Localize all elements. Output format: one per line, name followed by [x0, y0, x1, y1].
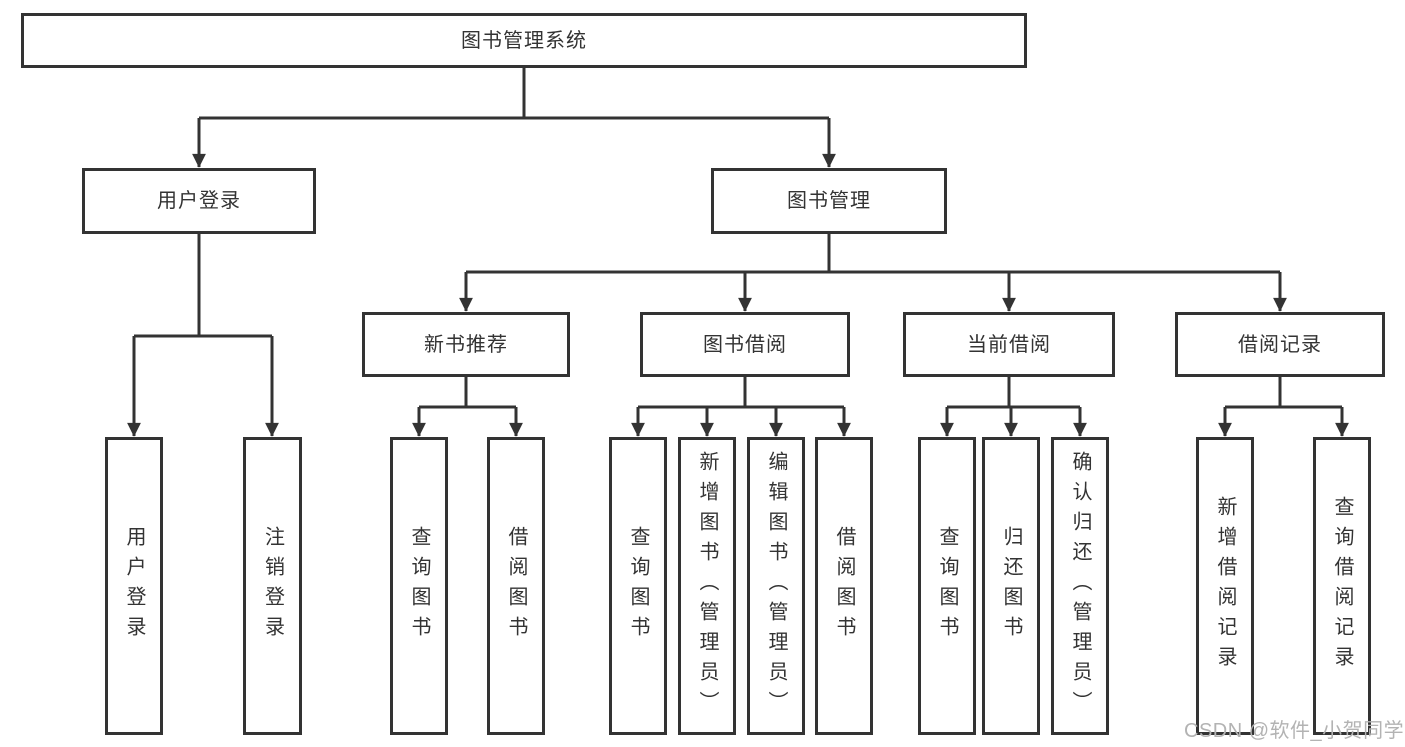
- node-leaf-user-login: 用户登录: [105, 437, 163, 735]
- connector-borrow-records-children: [1218, 377, 1349, 437]
- node-label: 图书管理系统: [461, 29, 587, 52]
- node-label: 查询图书: [627, 526, 649, 646]
- node-label: 新增借阅记录: [1214, 496, 1236, 676]
- node-label: 编辑图书（管理员）: [765, 451, 787, 721]
- node-label: 借阅图书: [505, 526, 527, 646]
- node-label: 查询图书: [936, 526, 958, 646]
- node-leaf-query-books-borrow: 查询图书: [609, 437, 667, 735]
- node-leaf-query-books-current: 查询图书: [918, 437, 976, 735]
- node-label: 归还图书: [1000, 526, 1022, 646]
- node-label: 借阅记录: [1238, 333, 1322, 356]
- csdn-watermark: CSDN @软件_小贺同学: [1184, 720, 1405, 742]
- node-user-login: 用户登录: [82, 168, 316, 234]
- node-leaf-borrow-books: 借阅图书: [815, 437, 873, 735]
- connector-current-borrow-children: [940, 377, 1087, 437]
- node-leaf-return-book: 归还图书: [982, 437, 1040, 735]
- node-leaf-add-borrow-record: 新增借阅记录: [1196, 437, 1254, 735]
- node-leaf-add-book-admin: 新增图书（管理员）: [678, 437, 736, 735]
- node-book-borrow: 图书借阅: [640, 312, 850, 377]
- connector-new-book-recommend-children: [412, 377, 523, 437]
- node-label: 查询借阅记录: [1331, 496, 1353, 676]
- node-library-management-system: 图书管理系统: [21, 13, 1027, 68]
- node-label: 借阅图书: [833, 526, 855, 646]
- node-label: 用户登录: [157, 190, 241, 212]
- node-leaf-edit-book-admin: 编辑图书（管理员）: [747, 437, 805, 735]
- connector-book-management-children: [459, 234, 1287, 312]
- node-current-borrow: 当前借阅: [903, 312, 1115, 377]
- connector-user-login-children: [127, 234, 279, 437]
- node-new-book-recommend: 新书推荐: [362, 312, 570, 377]
- node-label: 当前借阅: [967, 333, 1051, 356]
- node-leaf-query-borrow-record: 查询借阅记录: [1313, 437, 1371, 735]
- node-book-management: 图书管理: [711, 168, 947, 234]
- node-label: 新增图书（管理员）: [696, 451, 718, 721]
- node-label: 图书借阅: [703, 333, 787, 356]
- connector-root-to-level2: [192, 68, 836, 168]
- connector-book-borrow-children: [631, 377, 851, 437]
- node-label: 新书推荐: [424, 333, 508, 356]
- node-leaf-logout: 注销登录: [243, 437, 302, 735]
- node-label: 图书管理: [787, 190, 871, 212]
- node-leaf-confirm-return-admin: 确认归还（管理员）: [1051, 437, 1109, 735]
- node-label: 确认归还（管理员）: [1069, 451, 1091, 721]
- node-borrow-records: 借阅记录: [1175, 312, 1385, 377]
- node-label: 注销登录: [261, 526, 284, 646]
- node-leaf-borrow-books-recommend: 借阅图书: [487, 437, 545, 735]
- node-label: 用户登录: [123, 526, 145, 646]
- node-leaf-query-books-recommend: 查询图书: [390, 437, 448, 735]
- node-label: 查询图书: [408, 526, 430, 646]
